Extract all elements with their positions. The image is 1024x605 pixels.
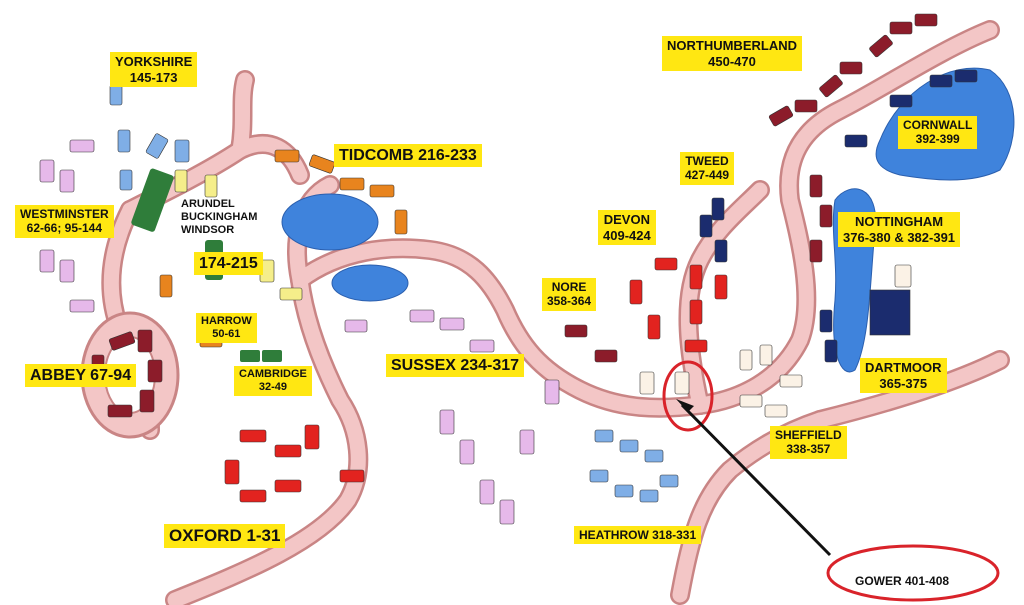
- label-cornwall: CORNWALL 392-399: [898, 116, 978, 149]
- area-name: SUSSEX 234-317: [391, 357, 520, 374]
- label-sussex: SUSSEX 234-317: [386, 354, 525, 378]
- label-dartmoor: DARTMOOR 365-375: [860, 358, 947, 394]
- area-name: DARTMOOR: [865, 360, 942, 375]
- label-gower-callout: GOWER 401-408: [850, 572, 954, 590]
- area-name: OXFORD 1-31: [169, 526, 281, 545]
- area-name: NORE: [551, 280, 587, 294]
- area-range: 365-375: [879, 375, 928, 391]
- area-name: NOTTINGHAM: [854, 214, 944, 229]
- callout-arrow: [680, 403, 832, 557]
- area-range: 376-380 & 382-391: [843, 229, 956, 245]
- area-range: 145-173: [129, 69, 178, 85]
- label-arundel-range: 174-215: [194, 252, 263, 276]
- callout-ring: [826, 544, 1000, 602]
- area-name: CORNWALL: [903, 118, 973, 132]
- label-nore: NORE 358-364: [542, 278, 597, 311]
- label-yorkshire: YORKSHIRE 145-173: [110, 52, 198, 88]
- area-name: WESTMINSTER: [20, 207, 109, 221]
- area-name: SHEFFIELD: [775, 428, 842, 442]
- area-name: TWEED: [685, 154, 729, 168]
- area-range: 50-61: [212, 328, 241, 341]
- area-range: 174-215: [199, 255, 258, 272]
- area-range: 427-449: [685, 168, 730, 183]
- label-nottingham: NOTTINGHAM 376-380 & 382-391: [838, 212, 961, 248]
- label-devon: DEVON 409-424: [598, 210, 656, 246]
- area-name: TIDCOMB 216-233: [339, 147, 477, 164]
- tidcomb-lake: [281, 193, 379, 251]
- gower-location-circle: [662, 360, 714, 432]
- area-range: 392-399: [915, 132, 960, 147]
- area-range: 62-66; 95-144: [26, 221, 103, 236]
- sussex-lake: [331, 264, 409, 302]
- label-oxford: OXFORD 1-31: [164, 524, 286, 549]
- area-range: 409-424: [603, 227, 651, 243]
- label-arundel: ARUNDEL BUCKINGHAM WINDSOR: [176, 196, 262, 240]
- area-name: HEATHROW 318-331: [579, 528, 697, 542]
- area-name: YORKSHIRE: [115, 54, 193, 69]
- area-name: ABBEY 67-94: [30, 367, 132, 384]
- area-name: NORTHUMBERLAND: [667, 38, 797, 53]
- area-range: 358-364: [547, 294, 592, 309]
- label-heathrow: HEATHROW 318-331: [574, 526, 702, 545]
- area-name-line: WINDSOR: [181, 224, 235, 237]
- area-name: HARROW: [201, 315, 252, 327]
- label-tweed: TWEED 427-449: [680, 152, 735, 185]
- callout-text: GOWER 401-408: [855, 574, 950, 588]
- label-northumberland: NORTHUMBERLAND 450-470: [662, 36, 802, 72]
- gower-highlight: [662, 360, 1000, 602]
- area-name-line: ARUNDEL: [181, 198, 235, 210]
- label-sheffield: SHEFFIELD 338-357: [770, 426, 847, 459]
- area-name-line: BUCKINGHAM: [181, 211, 258, 224]
- label-tidcomb: TIDCOMB 216-233: [334, 144, 482, 168]
- cabins: [39, 13, 978, 525]
- area-range: 32-49: [258, 381, 287, 394]
- label-cambridge: CAMBRIDGE 32-49: [234, 366, 312, 397]
- label-abbey: ABBEY 67-94: [25, 364, 137, 388]
- area-name: DEVON: [603, 212, 650, 227]
- area-range: 450-470: [708, 53, 756, 69]
- arrowhead: [676, 399, 694, 412]
- label-westminster: WESTMINSTER 62-66; 95-144: [15, 205, 114, 238]
- area-range: 338-357: [786, 442, 831, 457]
- area-name: CAMBRIDGE: [239, 368, 307, 380]
- label-harrow: HARROW 50-61: [196, 313, 257, 344]
